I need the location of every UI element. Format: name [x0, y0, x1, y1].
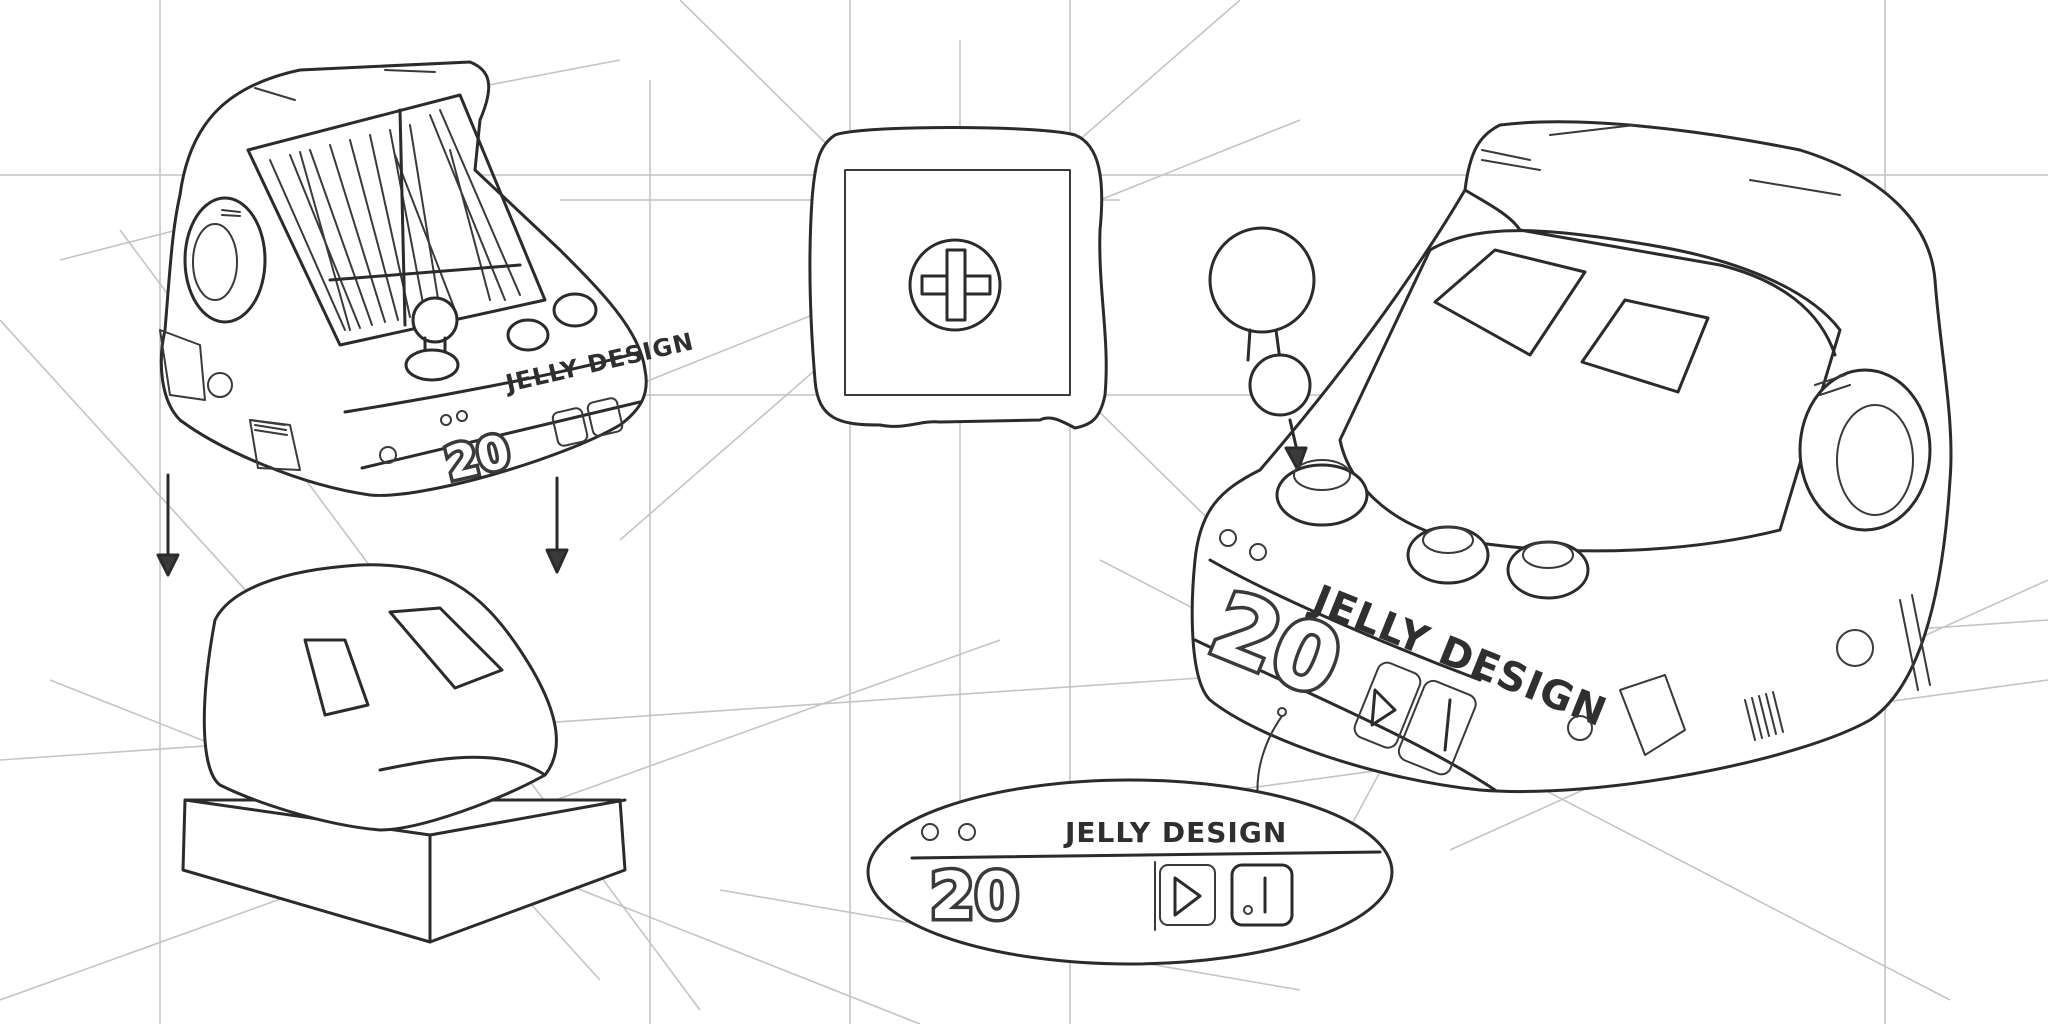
arrows-down [156, 473, 569, 577]
screen-hatching [269, 108, 522, 331]
detail-model-number: 20 [930, 860, 1019, 934]
arcade-cabinet-open: JELLY DESIGN 20 [159, 60, 697, 497]
detail-brand-label: JELLY DESIGN [1063, 816, 1287, 849]
arcade-cabinet-closed: JELLY DESIGN 20 [1190, 120, 1953, 801]
front-view [808, 126, 1108, 430]
closed-cabinet-on-base [181, 563, 627, 944]
detail-callout: JELLY DESIGN 20 [866, 778, 1394, 966]
